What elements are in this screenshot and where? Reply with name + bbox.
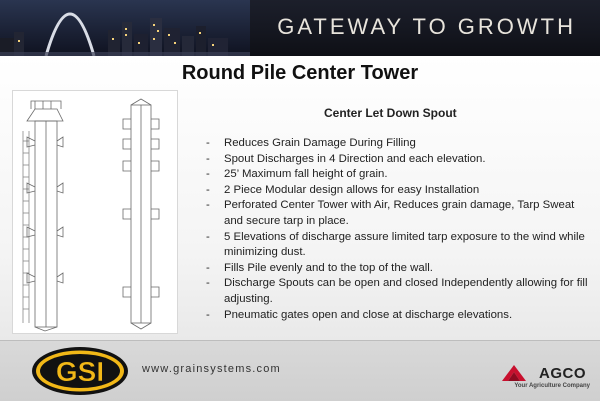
gsi-logo-text: GSI (56, 356, 104, 387)
list-item: 2 Piece Modular design allows for easy I… (206, 183, 596, 199)
list-item: 25’ Maximum fall height of grain. (206, 167, 596, 183)
feature-list: Reduces Grain Damage During Filling Spou… (206, 136, 596, 323)
list-item: 5 Elevations of discharge assure limited… (206, 230, 596, 261)
list-item: Spout Discharges in 4 Direction and each… (206, 152, 596, 168)
section-heading: Center Let Down Spout (324, 106, 457, 120)
agco-name: AGCO (539, 365, 586, 382)
agco-logo (502, 365, 526, 381)
list-item: Fills Pile evenly and to the top of the … (206, 261, 596, 277)
header-banner: GATEWAY TO GROWTH (0, 0, 600, 56)
footer: GSI www.grainsystems.com AGCO Your Agric… (0, 340, 600, 401)
list-item: Discharge Spouts can be open and closed … (206, 276, 596, 307)
center-tower-drawing (22, 98, 160, 332)
slide-content: Round Pile Center Tower (0, 56, 600, 340)
tower-figure (12, 90, 178, 334)
agco-tagline: Your Agriculture Company (514, 383, 590, 389)
slide-title: Round Pile Center Tower (181, 62, 419, 84)
list-item: Perforated Center Tower with Air, Reduce… (206, 198, 596, 229)
gsi-logo: GSI (32, 347, 128, 395)
banner-title: GATEWAY TO GROWTH (277, 14, 576, 39)
list-item: Reduces Grain Damage During Filling (206, 136, 596, 152)
list-item: Pneumatic gates open and close at discha… (206, 308, 596, 324)
arch-skyline-image (0, 0, 250, 56)
website-link[interactable]: www.grainsystems.com (142, 363, 281, 375)
